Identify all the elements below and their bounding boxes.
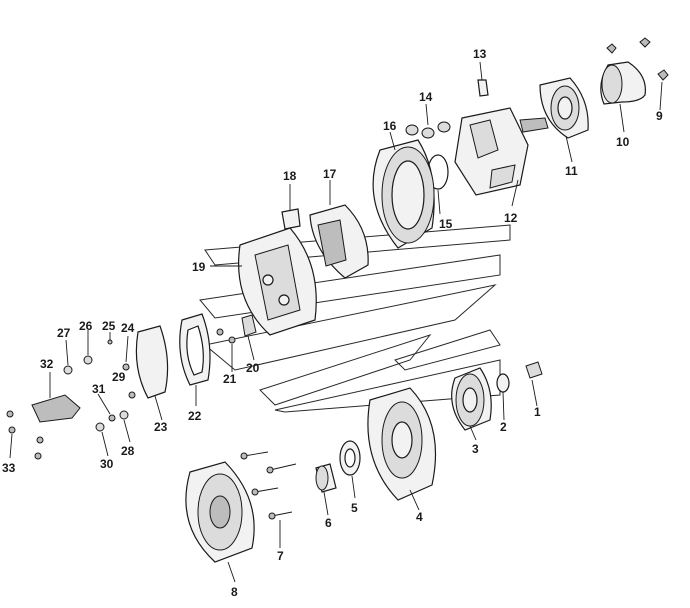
- callout-12: 12: [504, 211, 518, 225]
- part-8-front-housing: [185, 461, 255, 563]
- part-13-pin: [477, 79, 489, 97]
- part-20-bracket: [241, 314, 257, 337]
- callout-3: 3: [472, 442, 479, 456]
- callout-29: 29: [112, 370, 126, 384]
- callout-22: 22: [188, 409, 202, 423]
- callout-15: 15: [439, 217, 453, 231]
- part-17-rectifier: [309, 204, 369, 279]
- part-18-bushing: [281, 208, 301, 230]
- parts-24-31-hardware: [63, 339, 136, 432]
- part-10-ring: [600, 37, 669, 105]
- part-3-pulley: [451, 367, 492, 431]
- callout-9: 9: [656, 109, 663, 123]
- callout-7: 7: [277, 549, 284, 563]
- part-11-bearing-housing: [539, 77, 589, 139]
- part-4-fan: [367, 387, 437, 501]
- callout-5: 5: [351, 501, 358, 515]
- part-2-washer: [496, 373, 510, 393]
- part-19-housing: [238, 227, 317, 336]
- part-7-bolts: [240, 451, 297, 520]
- part-23-cover: [135, 325, 169, 399]
- callout-21: 21: [223, 372, 237, 386]
- callout-32: 32: [40, 357, 54, 371]
- leader-lines: [9, 61, 663, 583]
- part-16-stator: [372, 139, 435, 249]
- callout-2: 2: [500, 420, 507, 434]
- callout-13: 13: [473, 47, 487, 61]
- callout-27: 27: [57, 326, 71, 340]
- callout-17: 17: [323, 167, 337, 181]
- part-1-nut: [525, 361, 543, 379]
- callout-19: 19: [192, 260, 206, 274]
- callout-25: 25: [102, 319, 116, 333]
- callout-14: 14: [419, 90, 433, 104]
- part-21-screws: [216, 328, 236, 344]
- part-32-bracket: [31, 394, 81, 423]
- callout-10: 10: [616, 135, 630, 149]
- part-6-collar: [315, 463, 337, 493]
- watermark-logo: [199, 224, 511, 413]
- callout-18: 18: [283, 169, 297, 183]
- callout-4: 4: [416, 510, 423, 524]
- callout-26: 26: [79, 319, 93, 333]
- callout-11: 11: [565, 164, 578, 178]
- callout-6: 6: [325, 516, 332, 530]
- part-22-gasket: [179, 313, 211, 386]
- callout-24: 24: [121, 321, 135, 335]
- callout-23: 23: [154, 420, 168, 434]
- callout-1: 1: [534, 405, 541, 419]
- callout-33: 33: [2, 461, 16, 475]
- callout-labels: 1 2 3 4 5 6 7 8 9 10 11 12 13 14 15 16 1…: [2, 47, 663, 599]
- callout-30: 30: [100, 457, 114, 471]
- callout-8: 8: [231, 585, 238, 599]
- callout-31: 31: [92, 382, 106, 396]
- part-14-nuts: [405, 121, 451, 139]
- callout-20: 20: [246, 361, 260, 375]
- part-12-rotor: [454, 107, 549, 196]
- part-33-screws: [6, 410, 44, 460]
- callout-28: 28: [121, 444, 135, 458]
- part-5-spacer: [339, 440, 361, 476]
- callout-16: 16: [383, 119, 397, 133]
